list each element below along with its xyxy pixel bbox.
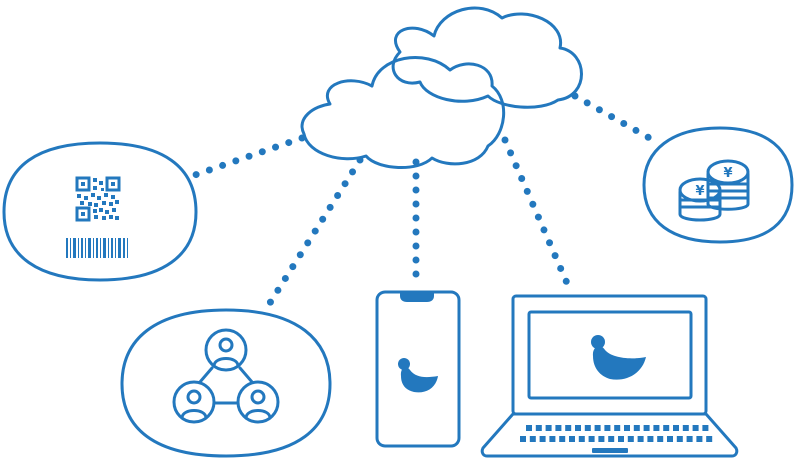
keyboard-key: [673, 425, 679, 431]
qr-code-icon: [75, 176, 121, 222]
keyboard-key: [627, 436, 634, 442]
keyboard-key: [575, 425, 581, 431]
keyboard-key: [637, 436, 644, 442]
connector-cloud-to-codes: [188, 134, 306, 180]
keyboard-key: [555, 425, 562, 431]
keyboard-key: [614, 425, 621, 431]
laptop-trackpad: [592, 448, 628, 453]
yen-coin-stack-icon: ¥ ¥: [678, 159, 750, 222]
laptop-base: [480, 412, 739, 458]
keyboard-key: [633, 425, 640, 431]
back-cloud: [391, 6, 583, 109]
laptop-icon: [480, 294, 739, 458]
bird-logo-icon: [398, 358, 438, 393]
keyboard-key: [608, 436, 615, 442]
keyboard-key: [706, 436, 713, 442]
user-avatar-top: [204, 328, 248, 372]
coin-stack-back: ¥: [706, 159, 750, 211]
keyboard-key: [545, 425, 552, 431]
connector-cloud-to-network: [264, 156, 364, 310]
keyboard-key: [588, 436, 595, 442]
keyboard-key: [618, 436, 624, 442]
keyboard-key: [643, 425, 650, 431]
coins-bubble: ¥ ¥: [642, 126, 794, 244]
connector-cloud-to-laptop: [501, 136, 574, 294]
keyboard-key: [624, 425, 630, 431]
keyboard-key: [526, 425, 532, 431]
user-avatar-right: [236, 380, 280, 424]
coin-stack-front: ¥: [678, 177, 722, 222]
codes-bubble: [2, 141, 198, 282]
keyboard-key: [667, 436, 673, 442]
keyboard-key: [653, 425, 660, 431]
keyboard-key: [549, 436, 556, 442]
keyboard-key: [569, 436, 575, 442]
yen-symbol-front: ¥: [695, 184, 704, 199]
coins-bubble-outline: [642, 126, 794, 244]
phone-body: [375, 290, 461, 448]
keyboard-key: [535, 425, 542, 431]
barcode-icon: [66, 238, 128, 258]
keyboard-key: [676, 436, 683, 442]
keyboard-key: [539, 436, 546, 442]
laptop-keyboard: [520, 425, 713, 442]
keyboard-key: [604, 425, 611, 431]
keyboard-key: [692, 425, 699, 431]
keyboard-key: [565, 425, 572, 431]
keyboard-key: [696, 436, 703, 442]
keyboard-key: [520, 436, 526, 442]
connection-lines: [188, 92, 664, 310]
keyboard-key: [647, 436, 654, 442]
keyboard-key: [598, 436, 605, 442]
keyboard-key: [686, 436, 693, 442]
codes-bubble-outline: [2, 141, 198, 282]
keyboard-key: [682, 425, 689, 431]
laptop-screen: [527, 310, 693, 400]
cloud-icon: [300, 6, 583, 170]
keyboard-key: [702, 425, 709, 431]
user-avatar-left: [172, 380, 216, 424]
smartphone-icon: [375, 290, 461, 448]
connector-cloud-to-coins: [571, 92, 664, 148]
keyboard-key: [578, 436, 585, 442]
keyboard-key: [584, 425, 591, 431]
network-bubble-outline: [120, 308, 332, 458]
keyboard-key: [559, 436, 566, 442]
phone-notch: [400, 292, 434, 302]
user-network-icon: [172, 328, 280, 424]
yen-symbol-back: ¥: [723, 166, 732, 181]
keyboard-key: [594, 425, 601, 431]
keyboard-key: [529, 436, 536, 442]
bird-logo-icon: [591, 335, 646, 380]
keyboard-key: [657, 436, 664, 442]
keyboard-key: [663, 425, 670, 431]
front-cloud: [300, 56, 506, 170]
network-bubble: [120, 308, 332, 458]
